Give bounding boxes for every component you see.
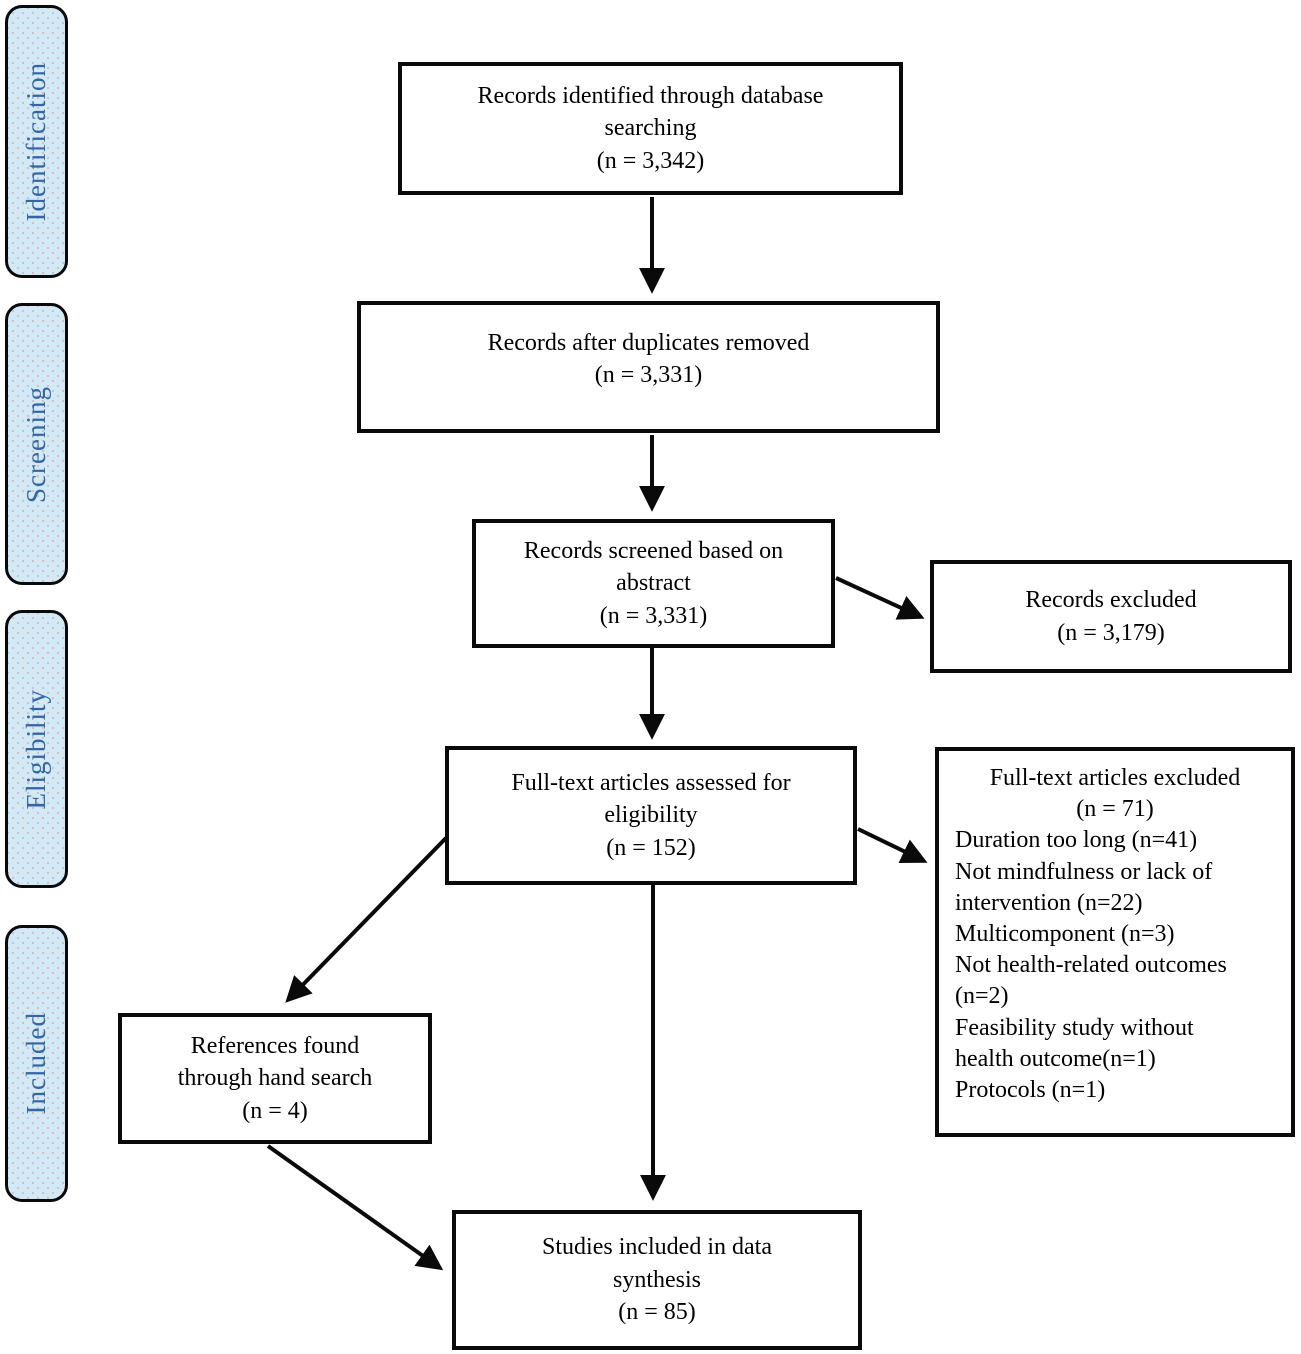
box-fulltext-excluded: Full-text articles excluded (n = 71) Dur…: [935, 747, 1295, 1137]
exclusion-reason-not-health-outcomes: Not health-related outcomes (n=2): [955, 952, 1227, 1010]
exclusion-reason-duration: Duration too long (n=41): [955, 827, 1198, 854]
box-records-screened: Records screened based on abstract (n = …: [472, 519, 835, 648]
box-records-excluded: Records excluded (n = 3,179): [930, 560, 1292, 673]
arrow-hand-search-to-included: [266, 1144, 444, 1271]
exclusion-reason-not-mindfulness: Not mindfulness or lack of intervention …: [955, 858, 1213, 916]
stage-eligibility-label: Eligibility: [21, 688, 51, 810]
exclusion-reason-protocols: Protocols (n=1): [955, 1076, 1106, 1103]
box-fulltext-assessed-text: Full-text articles assessed for eligibil…: [511, 769, 791, 861]
box-records-excluded-text: Records excluded (n = 3,179): [1025, 587, 1197, 646]
box-duplicates-removed: Records after duplicates removed (n = 3,…: [357, 301, 940, 433]
stage-identification: Identification: [5, 5, 68, 278]
stage-included: Included: [5, 925, 68, 1202]
box-fulltext-assessed: Full-text articles assessed for eligibil…: [445, 746, 857, 885]
box-records-identified: Records identified through database sear…: [398, 62, 903, 195]
arrow-fulltext-to-hand-search: [285, 836, 448, 1003]
box-references-hand-search-text: References found through hand search (n …: [177, 1032, 373, 1124]
exclusion-reason-multicomponent: Multicomponent (n=3): [955, 920, 1175, 947]
exclusion-reason-feasibility: Feasibility study without health outcome…: [955, 1014, 1194, 1072]
arrow-screened-to-excluded: [835, 576, 925, 620]
box-duplicates-removed-text: Records after duplicates removed (n = 3,…: [487, 330, 810, 389]
stage-screening-label: Screening: [21, 385, 51, 503]
box-studies-included: Studies included in data synthesis (n = …: [452, 1210, 862, 1350]
stage-screening: Screening: [5, 303, 68, 585]
arrow-fulltext-to-fulltext-excluded: [857, 827, 928, 864]
stage-included-label: Included: [21, 1012, 51, 1115]
box-references-hand-search: References found through hand search (n …: [118, 1013, 432, 1144]
stage-identification-label: Identification: [21, 61, 51, 222]
box-records-screened-text: Records screened based on abstract (n = …: [523, 537, 784, 629]
stage-eligibility: Eligibility: [5, 610, 68, 888]
box-fulltext-excluded-heading: Full-text articles excluded (n = 71): [989, 765, 1241, 823]
box-studies-included-text: Studies included in data synthesis (n = …: [542, 1234, 772, 1326]
box-records-identified-text: Records identified through database sear…: [477, 82, 824, 174]
